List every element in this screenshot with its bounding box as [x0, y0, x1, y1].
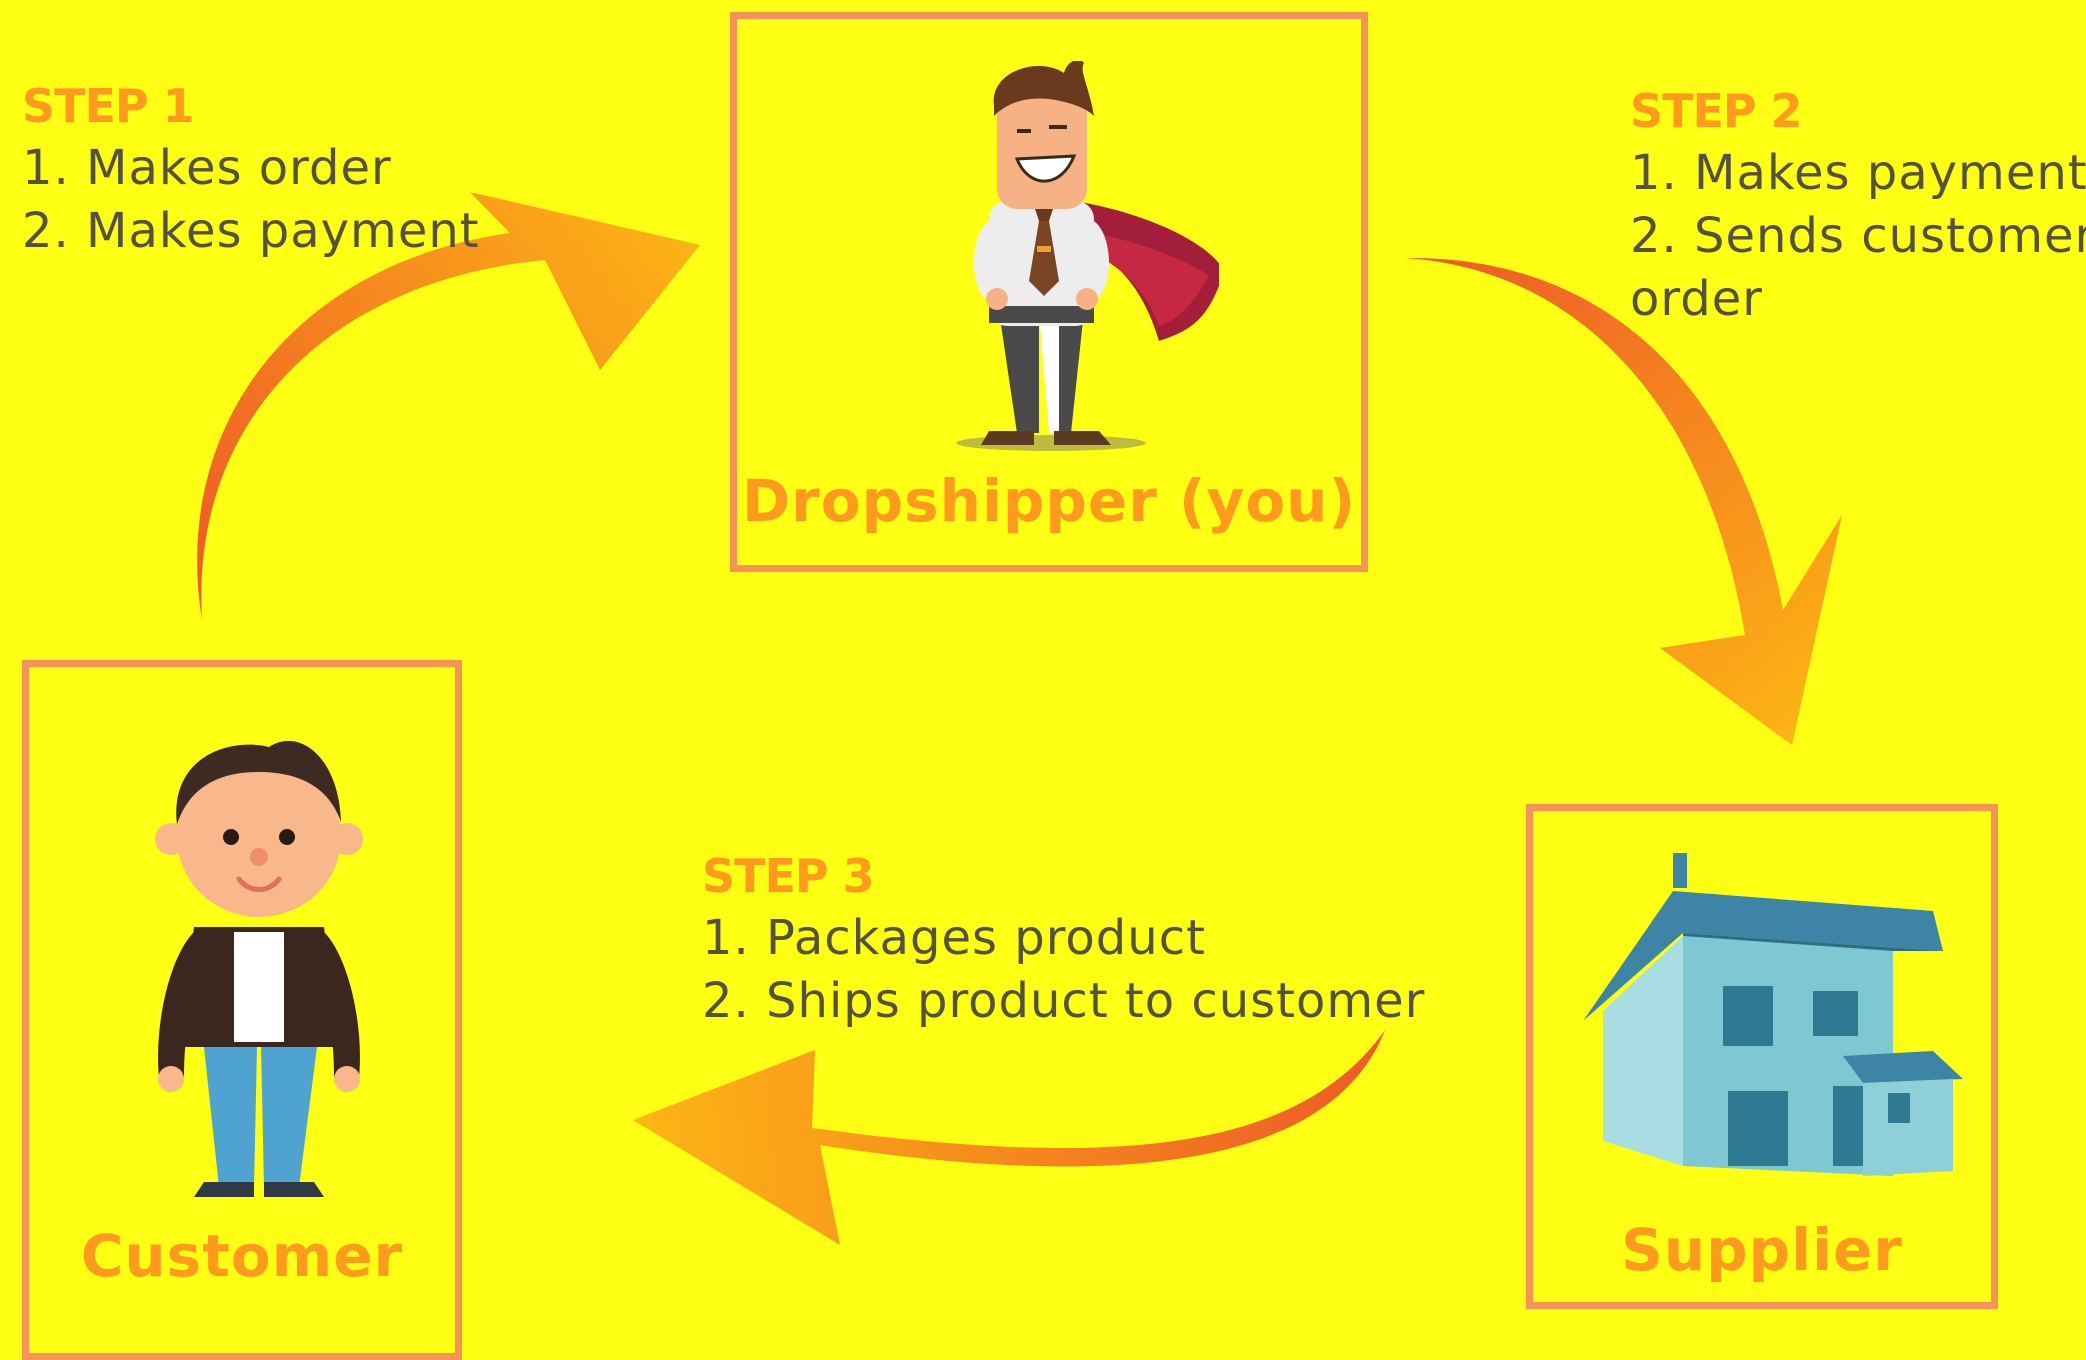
step-3: STEP 3 1. Packages product 2. Ships prod… — [702, 845, 1425, 1033]
step-1: STEP 1 1. Makes order 2. Makes payment — [22, 75, 480, 263]
step-1-line-2: 2. Makes payment — [22, 203, 480, 259]
step-1-title: STEP 1 — [22, 79, 195, 133]
step-3-title: STEP 3 — [702, 849, 875, 903]
dropshipper-box: Dropshipper (you) — [730, 12, 1368, 572]
supplier-box: Supplier — [1526, 804, 1998, 1309]
house-icon — [1583, 853, 1963, 1176]
step-3-line-2: 2. Ships product to customer — [702, 973, 1426, 1029]
step-2-line-2: 2. Sends customer — [1630, 208, 2086, 264]
dropshipper-label: Dropshipper (you) — [742, 467, 1356, 535]
customer-label: Customer — [80, 1222, 404, 1290]
customer-person-icon — [155, 740, 363, 1197]
step-2: STEP 2 1. Makes payment 2. Sends custome… — [1630, 80, 2086, 331]
arrow-supplier-to-customer — [633, 1030, 1385, 1245]
arrow-dropshipper-to-supplier — [1405, 257, 1842, 745]
step-2-line-1: 1. Makes payment — [1630, 145, 2086, 201]
arrow-customer-to-dropshipper — [197, 192, 700, 620]
businessman-cape-icon — [956, 61, 1219, 451]
step-3-line-1: 1. Packages product — [702, 910, 1206, 966]
customer-box: Customer — [22, 660, 462, 1360]
step-1-line-1: 1. Makes order — [22, 140, 392, 196]
step-2-line-3: order — [1630, 271, 1763, 327]
supplier-label: Supplier — [1621, 1216, 1903, 1284]
step-2-title: STEP 2 — [1630, 84, 1803, 138]
